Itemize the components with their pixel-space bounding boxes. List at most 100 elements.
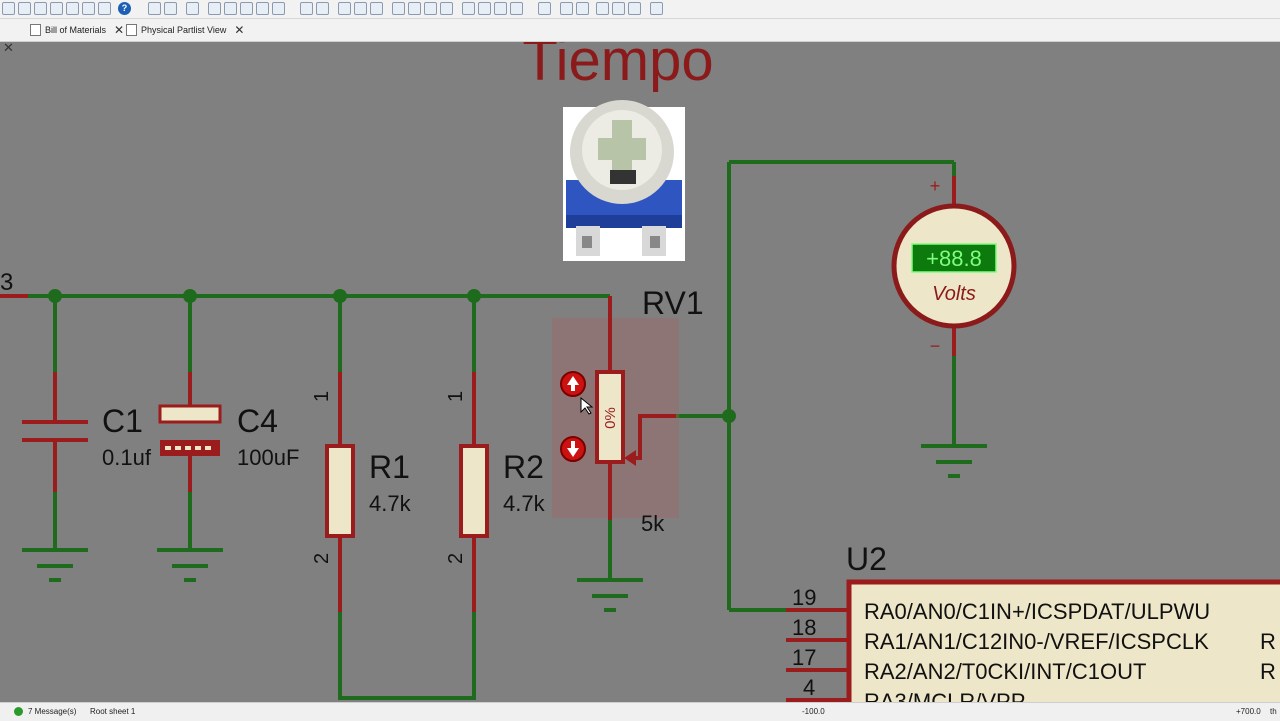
- message-status-icon[interactable]: [14, 707, 23, 716]
- r1-pin1: 1: [311, 391, 333, 402]
- r1-value: 4.7k: [369, 491, 412, 516]
- increment-button[interactable]: [560, 371, 586, 397]
- block-copy-icon[interactable]: [392, 2, 405, 15]
- block-rotate-icon[interactable]: [424, 2, 437, 15]
- pan-icon[interactable]: [208, 2, 221, 15]
- undo-icon[interactable]: [300, 2, 313, 15]
- netlist-icon[interactable]: [650, 2, 663, 15]
- tab-physical-partlist-view[interactable]: Physical Partlist View ✕: [126, 21, 244, 39]
- cut-icon[interactable]: [338, 2, 351, 15]
- wires: [20, 160, 956, 700]
- u2-right-pin-name: R: [1260, 659, 1276, 684]
- packaging-icon[interactable]: [494, 2, 507, 15]
- grid-icon[interactable]: [164, 2, 177, 15]
- document-icon[interactable]: [66, 2, 79, 15]
- u2-pin-number: 19: [792, 585, 816, 610]
- tab-bill-of-materials[interactable]: Bill of Materials ✕: [30, 21, 124, 39]
- block-delete-icon[interactable]: [440, 2, 453, 15]
- tab-label: Physical Partlist View: [141, 25, 227, 35]
- r2-pin2: 2: [445, 553, 467, 564]
- ground-symbols: [22, 444, 987, 612]
- zoom-out-icon[interactable]: [240, 2, 253, 15]
- u2-pin-number: 17: [792, 645, 816, 670]
- close-icon[interactable]: ✕: [3, 40, 14, 55]
- capacitor-c4[interactable]: C4 100uF: [158, 372, 299, 492]
- run-icon[interactable]: [2, 2, 15, 15]
- c4-ref: C4: [237, 403, 278, 439]
- zoom-in-icon[interactable]: [224, 2, 237, 15]
- copy-icon[interactable]: [354, 2, 367, 15]
- search-tag-icon[interactable]: [560, 2, 573, 15]
- pick-device-icon[interactable]: [462, 2, 475, 15]
- remove-sheet-icon[interactable]: [612, 2, 625, 15]
- make-device-icon[interactable]: [478, 2, 491, 15]
- help-icon[interactable]: ?: [118, 2, 131, 15]
- bom-icon: [30, 24, 41, 36]
- voltmeter-unit: Volts: [932, 283, 976, 305]
- rv1-ref: RV1: [642, 285, 704, 321]
- rewind-icon[interactable]: [18, 2, 31, 15]
- resistor-r2[interactable]: 1 2 R2 4.7k: [445, 372, 546, 612]
- u2-pin-number: 18: [792, 615, 816, 640]
- minimize-icon[interactable]: [82, 2, 95, 15]
- main-toolbar: ?: [0, 0, 1280, 19]
- r1-pin2: 2: [311, 553, 333, 564]
- r1-ref: R1: [369, 449, 410, 485]
- zoom-all-icon[interactable]: [256, 2, 269, 15]
- coordinate-x: -100.0: [802, 707, 825, 716]
- wire-autorouter-icon[interactable]: [538, 2, 551, 15]
- voltmeter-plus: +: [930, 176, 941, 196]
- decrement-button[interactable]: [560, 436, 586, 462]
- decompose-icon[interactable]: [510, 2, 523, 15]
- potentiometer-rv1[interactable]: 0% RV1 5k: [552, 285, 704, 536]
- r2-pin1: 1: [445, 391, 467, 402]
- partial-label: 3: [0, 269, 13, 296]
- redo-icon[interactable]: [316, 2, 329, 15]
- voltmeter[interactable]: +88.8 Volts + −: [891, 176, 1017, 356]
- save-icon[interactable]: [50, 2, 63, 15]
- exit-parent-icon[interactable]: [628, 2, 641, 15]
- junctions: [48, 289, 736, 423]
- c1-value: 0.1uf: [102, 445, 152, 470]
- rv1-wiper-percent: 0%: [602, 407, 619, 429]
- message-count[interactable]: 7 Message(s): [28, 707, 77, 716]
- paste-icon[interactable]: [370, 2, 383, 15]
- c4-value: 100uF: [237, 445, 299, 470]
- ground-icon: [921, 444, 987, 478]
- capacitor-c1[interactable]: C1 0.1uf: [22, 372, 152, 492]
- rv1-value: 5k: [641, 511, 665, 536]
- potentiometer-photo: [563, 100, 685, 261]
- tab-close-icon[interactable]: ✕: [114, 23, 125, 37]
- block-move-icon[interactable]: [408, 2, 421, 15]
- u2-pin-name: RA3/MCLR/VPP: [864, 689, 1025, 702]
- zoom-area-icon[interactable]: [272, 2, 285, 15]
- refresh-icon[interactable]: [148, 2, 161, 15]
- property-tool-icon[interactable]: [576, 2, 589, 15]
- sheet-indicator[interactable]: Root sheet 1: [90, 707, 136, 716]
- u2-pin-number: 4: [803, 675, 815, 700]
- ground-icon: [22, 548, 88, 582]
- partlist-icon: [126, 24, 137, 36]
- arrow-down-icon: [567, 448, 579, 457]
- microcontroller-u2[interactable]: U2 19 18 17 4 RA0/AN0/C1IN+/ICSPDAT/ULPW…: [786, 541, 1280, 702]
- r2-value: 4.7k: [503, 491, 546, 516]
- u2-right-pin-name: R: [1260, 629, 1276, 654]
- mouse-cursor-icon: [580, 396, 594, 415]
- gear-icon[interactable]: [34, 2, 47, 15]
- r2-ref: R2: [503, 449, 544, 485]
- document-tabs: ✕ Bill of Materials ✕ Physical Partlist …: [0, 19, 1280, 55]
- u2-pin-name: RA1/AN1/C12IN0-/VREF/ICSPCLK: [864, 629, 1209, 654]
- tab-close-icon[interactable]: ✕: [234, 23, 245, 37]
- ground-icon: [157, 548, 223, 582]
- c1-ref: C1: [102, 403, 143, 439]
- page-icon[interactable]: [98, 2, 111, 15]
- schematic-canvas[interactable]: Tiempo: [0, 42, 1280, 702]
- coordinate-y: +700.0: [1236, 707, 1261, 716]
- arrow-up-icon: [567, 376, 579, 385]
- new-sheet-icon[interactable]: [596, 2, 609, 15]
- u2-pin-name: RA2/AN2/T0CKI/INT/C1OUT: [864, 659, 1146, 684]
- origin-icon[interactable]: [186, 2, 199, 15]
- tab-label: Bill of Materials: [45, 25, 107, 35]
- u2-ref: U2: [846, 541, 887, 577]
- resistor-r1[interactable]: 1 2 R1 4.7k: [311, 372, 412, 612]
